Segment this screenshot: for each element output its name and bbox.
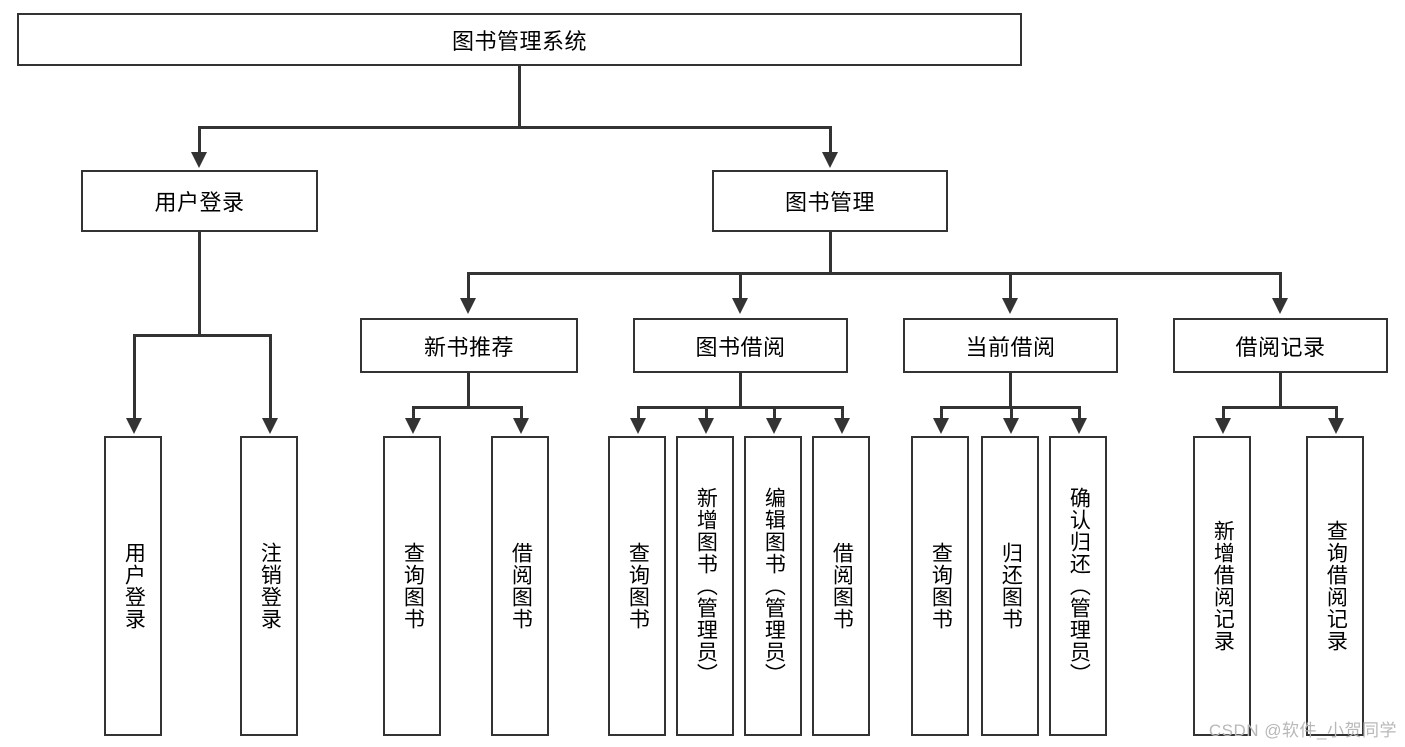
edge-book-manage-stem <box>829 232 832 274</box>
edge-borrow-record-stem <box>1279 373 1282 408</box>
node-book-management[interactable]: 图书管理 <box>712 170 948 232</box>
leaf-borrow-book-recommend[interactable]: 借阅图书 <box>491 436 549 736</box>
node-new-book-recommend[interactable]: 新书推荐 <box>360 318 578 373</box>
arrowhead-book-borrow-leaf-3 <box>766 418 782 434</box>
leaf-label: 归还图书 <box>999 542 1023 630</box>
leaf-query-book-recommend[interactable]: 查询图书 <box>383 436 441 736</box>
node-label: 用户登录 <box>154 190 245 215</box>
node-label: 借阅记录 <box>1235 334 1326 360</box>
leaf-label: 编辑图书（管理员） <box>762 487 786 685</box>
arrowhead-current-borrow-leaf-2 <box>1003 418 1019 434</box>
node-label: 图书借阅 <box>695 334 786 360</box>
leaf-label: 查询图书 <box>401 542 425 630</box>
node-borrow-record[interactable]: 借阅记录 <box>1173 318 1388 373</box>
edge-book-manage-to-current-borrow <box>1009 272 1012 300</box>
edge-book-borrow-to-leaf-3 <box>773 406 776 420</box>
edge-book-manage-to-book-borrow <box>739 272 742 300</box>
edge-root-stem <box>518 66 521 128</box>
arrowhead-user-login-leaf-2 <box>262 418 278 434</box>
edge-user-login-to-leaf-1 <box>133 334 136 420</box>
node-label: 图书管理 <box>784 190 875 215</box>
leaf-logout[interactable]: 注销登录 <box>240 436 298 736</box>
edge-user-login-stem <box>198 232 201 336</box>
arrowhead-to-user-login <box>191 152 207 168</box>
edge-book-manage-bar <box>467 272 1281 275</box>
arrowhead-book-borrow-leaf-4 <box>834 418 850 434</box>
edge-root-to-book-manage <box>829 126 832 154</box>
node-label: 新书推荐 <box>423 334 514 360</box>
edge-borrow-record-to-leaf-1 <box>1222 406 1225 420</box>
node-root-library-system[interactable]: 图书管理系统 <box>17 13 1022 66</box>
leaf-label: 查询图书 <box>929 542 953 630</box>
leaf-query-book-current[interactable]: 查询图书 <box>911 436 969 736</box>
edge-new-book-stem <box>467 373 470 408</box>
node-user-login[interactable]: 用户登录 <box>81 170 318 232</box>
edge-user-login-to-leaf-2 <box>269 334 272 420</box>
edge-borrow-record-to-leaf-2 <box>1335 406 1338 420</box>
node-label: 图书管理系统 <box>451 28 587 54</box>
arrowhead-current-borrow-leaf-3 <box>1071 418 1087 434</box>
edge-current-borrow-to-leaf-1 <box>940 406 943 420</box>
edge-book-manage-to-borrow-record <box>1279 272 1282 300</box>
leaf-confirm-return-admin[interactable]: 确认归还（管理员） <box>1049 436 1107 736</box>
arrowhead-current-borrow <box>1002 298 1018 314</box>
arrowhead-book-borrow-leaf-1 <box>630 418 646 434</box>
leaf-return-book[interactable]: 归还图书 <box>981 436 1039 736</box>
leaf-label: 用户登录 <box>122 542 146 630</box>
leaf-label: 查询图书 <box>626 542 650 630</box>
leaf-label: 注销登录 <box>258 542 282 630</box>
edge-book-manage-to-new-book <box>467 272 470 300</box>
leaf-add-book-admin[interactable]: 新增图书（管理员） <box>676 436 734 736</box>
edge-book-borrow-bar <box>637 406 842 409</box>
arrowhead-new-book-leaf-1 <box>405 418 421 434</box>
edge-book-borrow-stem <box>739 373 742 408</box>
leaf-label: 新增图书（管理员） <box>694 487 718 685</box>
edge-new-book-bar <box>412 406 522 409</box>
arrowhead-current-borrow-leaf-1 <box>933 418 949 434</box>
leaf-query-borrow-record[interactable]: 查询借阅记录 <box>1306 436 1364 736</box>
leaf-label: 借阅图书 <box>509 542 533 630</box>
edge-user-login-bar <box>133 334 270 337</box>
edge-new-book-to-leaf-1 <box>412 406 415 420</box>
arrowhead-new-book-recommend <box>460 298 476 314</box>
leaf-label: 新增借阅记录 <box>1211 520 1235 652</box>
edge-book-borrow-to-leaf-4 <box>841 406 844 420</box>
leaf-label: 借阅图书 <box>830 542 854 630</box>
arrowhead-new-book-leaf-2 <box>513 418 529 434</box>
edge-root-bar <box>198 126 832 129</box>
edge-current-borrow-to-leaf-2 <box>1010 406 1013 420</box>
arrowhead-to-book-manage <box>822 152 838 168</box>
leaf-query-book-borrow[interactable]: 查询图书 <box>608 436 666 736</box>
edge-book-borrow-to-leaf-1 <box>637 406 640 420</box>
leaf-borrow-book[interactable]: 借阅图书 <box>812 436 870 736</box>
arrowhead-borrow-record-leaf-1 <box>1215 418 1231 434</box>
leaf-edit-book-admin[interactable]: 编辑图书（管理员） <box>744 436 802 736</box>
leaf-label: 查询借阅记录 <box>1324 520 1348 652</box>
edge-current-borrow-stem <box>1009 373 1012 408</box>
arrowhead-book-borrow-leaf-2 <box>698 418 714 434</box>
leaf-add-borrow-record[interactable]: 新增借阅记录 <box>1193 436 1251 736</box>
arrowhead-borrow-record <box>1272 298 1288 314</box>
arrowhead-borrow-record-leaf-2 <box>1328 418 1344 434</box>
edge-root-to-user-login <box>198 126 201 154</box>
leaf-label: 确认归还（管理员） <box>1067 487 1091 685</box>
edge-new-book-to-leaf-2 <box>520 406 523 420</box>
node-current-borrow[interactable]: 当前借阅 <box>903 318 1118 373</box>
edge-borrow-record-bar <box>1222 406 1337 409</box>
edge-current-borrow-to-leaf-3 <box>1078 406 1081 420</box>
node-book-borrow[interactable]: 图书借阅 <box>633 318 848 373</box>
arrowhead-user-login-leaf-1 <box>126 418 142 434</box>
arrowhead-book-borrow <box>732 298 748 314</box>
edge-book-borrow-to-leaf-2 <box>705 406 708 420</box>
node-label: 当前借阅 <box>965 334 1056 360</box>
leaf-user-login[interactable]: 用户登录 <box>104 436 162 736</box>
